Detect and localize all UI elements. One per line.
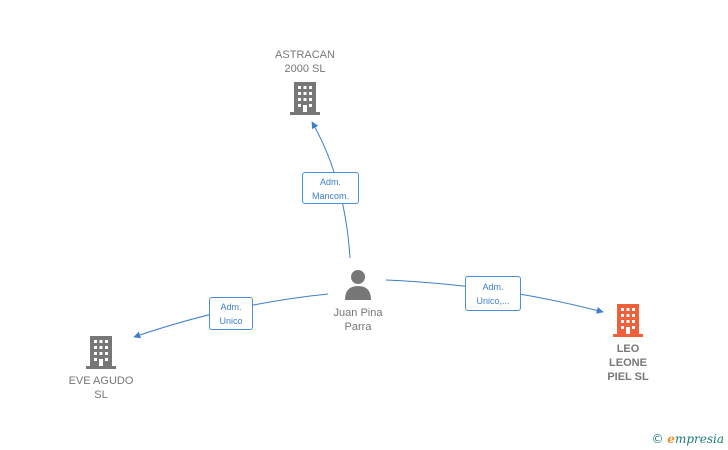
empresia-logo: © empresia: [651, 432, 724, 446]
edge-label-adm-unico-eve[interactable]: Adm. Unico: [209, 297, 253, 330]
person-icon: [345, 270, 371, 300]
brand-name: mpresia: [674, 432, 724, 446]
node-leo-leone[interactable]: LEO LEONE PIEL SL: [586, 302, 670, 384]
building-icon: [290, 82, 320, 115]
building-icon: [613, 304, 643, 337]
brand-first-letter: e: [667, 432, 675, 446]
node-eve-agudo[interactable]: EVE AGUDO SL: [56, 334, 146, 402]
copyright-symbol: ©: [651, 432, 664, 446]
node-label-leo-leone: LEO LEONE PIEL SL: [607, 343, 649, 383]
edge-label-adm-unico-leo[interactable]: Adm. Unico,...: [465, 276, 521, 311]
node-label-astracan: ASTRACAN 2000 SL: [275, 49, 335, 75]
node-astracan[interactable]: ASTRACAN 2000 SL: [262, 48, 348, 116]
building-icon: [86, 336, 116, 369]
edge-label-adm-mancom[interactable]: Adm. Mancom.: [302, 172, 359, 204]
node-label-eve-agudo: EVE AGUDO SL: [68, 375, 134, 401]
node-person[interactable]: Juan Pina Parra: [316, 268, 400, 334]
node-label-person: Juan Pina Parra: [333, 307, 383, 333]
